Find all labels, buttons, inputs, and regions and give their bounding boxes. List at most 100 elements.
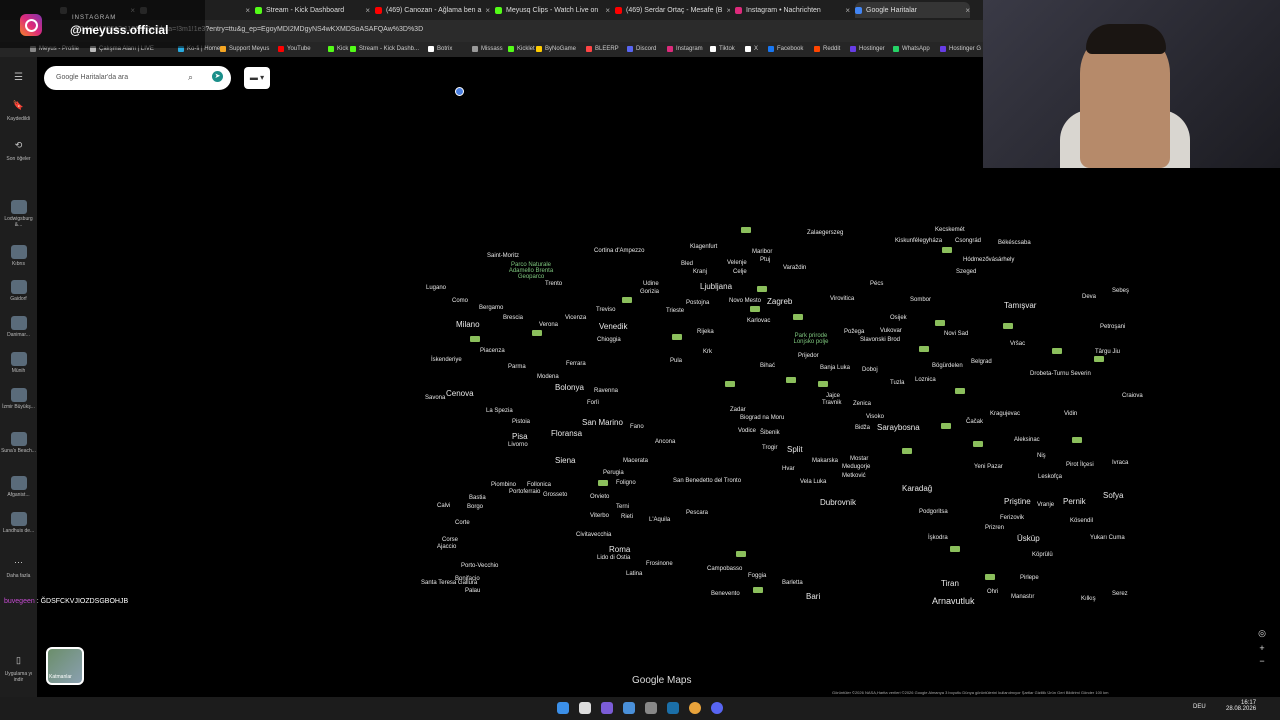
- map-place-label[interactable]: Podgoritsa: [919, 509, 948, 515]
- map-place-label[interactable]: Karadağ: [902, 484, 933, 493]
- close-tab-icon[interactable]: ×: [965, 5, 970, 15]
- map-place-label[interactable]: Bergamo: [479, 305, 504, 311]
- map-place-label[interactable]: Benevento: [711, 591, 740, 597]
- map-place-label[interactable]: Perugia: [603, 470, 624, 476]
- map-place-label[interactable]: Hvar: [782, 466, 795, 472]
- map-place-label[interactable]: Varaždin: [783, 265, 807, 271]
- map-place-label[interactable]: Manastır: [1011, 594, 1035, 600]
- map-place-label[interactable]: Novi Sad: [944, 331, 969, 337]
- map-place-label[interactable]: Kragujevac: [990, 411, 1021, 417]
- layer-toggle-button[interactable]: ▬ ▾: [244, 67, 270, 89]
- map-place-label[interactable]: Vršac: [1010, 341, 1026, 347]
- map-place-label[interactable]: Modena: [537, 374, 559, 380]
- map-place-label[interactable]: Postojna: [686, 300, 710, 306]
- map-place-label[interactable]: Corse: [442, 537, 459, 543]
- map-place-label[interactable]: Ivraca: [1112, 460, 1129, 466]
- map-place-label[interactable]: Üsküp: [1017, 534, 1040, 543]
- steam-icon[interactable]: [667, 702, 679, 714]
- map-place-label[interactable]: Zenica: [853, 401, 872, 407]
- map-place-label[interactable]: Šibenik: [760, 430, 780, 436]
- map-place-label[interactable]: Calvi: [437, 503, 451, 509]
- sidebar-item[interactable]: Afganist...: [0, 476, 37, 498]
- sidebar-item[interactable]: ⋯Daha fazla: [0, 557, 37, 579]
- close-tab-icon[interactable]: ×: [726, 5, 730, 15]
- map-place-label[interactable]: Terni: [616, 504, 630, 510]
- map-place-label[interactable]: Doboj: [862, 367, 878, 373]
- map-place-label[interactable]: Prizren: [985, 525, 1005, 531]
- map-place-label[interactable]: Pernik: [1063, 497, 1086, 506]
- map-place-label[interactable]: Parma: [508, 364, 526, 370]
- map-place-label[interactable]: Čačak: [966, 419, 984, 425]
- map-place-label[interactable]: Medugorje: [842, 464, 871, 470]
- bookmark-item[interactable]: Hostinger G: [940, 46, 981, 52]
- map-place-label[interactable]: Yeni Pazar: [974, 464, 1003, 470]
- bookmark-item[interactable]: Hostinger: [850, 46, 885, 52]
- map-place-label[interactable]: Velenje: [727, 260, 747, 266]
- close-tab-icon[interactable]: ×: [605, 5, 610, 15]
- bookmark-item[interactable]: Kick: [328, 46, 348, 52]
- map-place-label[interactable]: Tamışvar: [1004, 301, 1037, 310]
- sidebar-item[interactable]: Suna's Beach...: [0, 432, 37, 454]
- map-place-label[interactable]: Bolonya: [555, 383, 584, 392]
- tab[interactable]: Stream - Kick Dashboard×: [255, 2, 370, 18]
- map-place-label[interactable]: Ravenna: [594, 388, 619, 394]
- map-place-label[interactable]: Ancona: [655, 439, 676, 445]
- map-place-label[interactable]: Zalaegerszeg: [807, 230, 844, 236]
- zoom-out-button[interactable]: −: [1259, 656, 1265, 666]
- map-place-label[interactable]: Rijeka: [697, 329, 714, 335]
- map-place-label[interactable]: Fano: [630, 424, 644, 430]
- map-place-label[interactable]: Petroşani: [1100, 324, 1126, 330]
- map-place-label[interactable]: La Spezia: [486, 408, 513, 414]
- map-place-label[interactable]: Palau: [465, 588, 481, 594]
- map-place-label[interactable]: Maribor: [752, 249, 773, 255]
- map-place-label[interactable]: Verona: [539, 322, 559, 328]
- map-place-label[interactable]: Pirlepe: [1020, 575, 1039, 581]
- sidebar-item[interactable]: İzmir Büyükş...: [0, 388, 37, 410]
- map-place-label[interactable]: Drobeta-Turnu Severin: [1030, 371, 1091, 377]
- map-place-label[interactable]: Treviso: [596, 307, 616, 313]
- map-place-label[interactable]: İşkodra: [928, 535, 948, 541]
- bookmark-item[interactable]: Facebook: [768, 46, 803, 52]
- map-place-label[interactable]: Slavonski Brod: [860, 337, 901, 343]
- map-place-label[interactable]: Piombino: [491, 482, 517, 488]
- map-place-label[interactable]: Metković: [842, 473, 866, 479]
- map-place-label[interactable]: Priştine: [1004, 497, 1031, 506]
- bookmark-item[interactable]: BLEERP: [586, 46, 619, 52]
- map-place-label[interactable]: Porto-Vecchio: [461, 563, 499, 569]
- map-place-label[interactable]: Travnik: [822, 400, 842, 406]
- map-place-label[interactable]: Csongrád: [955, 238, 982, 244]
- sidebar-item[interactable]: Gaidorf: [0, 280, 37, 302]
- tab[interactable]: (469) Serdar Ortaç - Mesafe (B×: [615, 2, 730, 18]
- map-place-label[interactable]: Bonifacio: [455, 576, 480, 582]
- map-place-label[interactable]: Barletta: [782, 580, 803, 586]
- map-place-label[interactable]: Sebeş: [1112, 288, 1130, 294]
- start-icon[interactable]: [557, 702, 569, 714]
- map-place-label[interactable]: Siena: [555, 456, 576, 465]
- map-place-label[interactable]: Viterbo: [590, 513, 609, 519]
- map-place-label[interactable]: Saraybosna: [877, 423, 920, 432]
- map-place-label[interactable]: Ptuj: [760, 257, 771, 263]
- sidebar-item[interactable]: Danimar...: [0, 316, 37, 338]
- bookmark-item[interactable]: Stream - Kick Dashb...: [350, 46, 419, 52]
- app-icon[interactable]: [601, 702, 613, 714]
- map-place-label[interactable]: Tiran: [941, 579, 959, 588]
- map-place-label[interactable]: Dubrovnik: [820, 498, 857, 507]
- map-place-label[interactable]: Campobasso: [707, 566, 743, 572]
- map-place-label[interactable]: Craiova: [1122, 393, 1143, 399]
- map-place-label[interactable]: Bögürdelen: [932, 363, 963, 369]
- map-place-label[interactable]: Kılkış: [1081, 596, 1096, 602]
- map-place-label[interactable]: Zadar: [730, 407, 746, 413]
- map-place-label[interactable]: Civitavecchia: [576, 532, 612, 538]
- map-place-label[interactable]: Jajce: [826, 393, 841, 399]
- map-place-label[interactable]: Borgo: [467, 504, 484, 510]
- file-icon[interactable]: [579, 702, 591, 714]
- sidebar-item[interactable]: Münih: [0, 352, 37, 374]
- map-place-label[interactable]: Kiskunfélegyháza: [895, 238, 943, 244]
- map-place-label[interactable]: Osijek: [890, 315, 907, 321]
- map-place-label[interactable]: Belgrad: [971, 359, 992, 365]
- map-place-label[interactable]: Vicenza: [565, 315, 587, 321]
- map-place-label[interactable]: Saint-Moritz: [487, 253, 520, 259]
- map-place-label[interactable]: Vranje: [1037, 502, 1055, 508]
- map-place-label[interactable]: Kranj: [693, 269, 708, 275]
- map-place-label[interactable]: Park prirode Lonjsko polje: [793, 333, 829, 345]
